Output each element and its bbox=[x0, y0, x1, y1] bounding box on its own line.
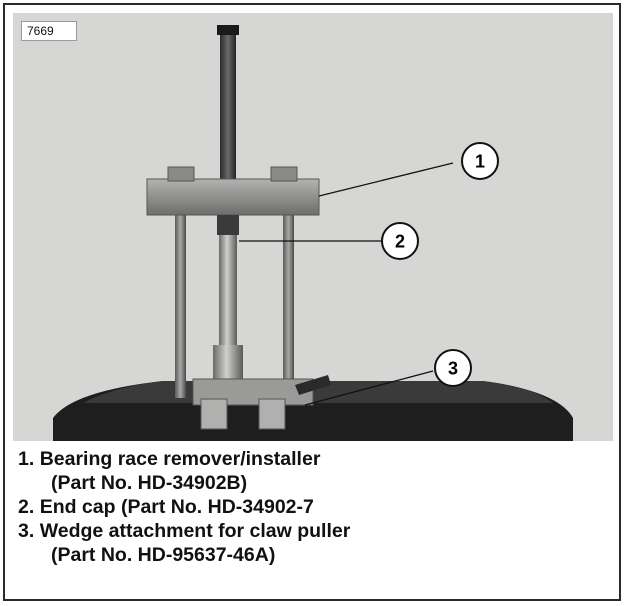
callout-3: 3 bbox=[434, 349, 472, 387]
parts-legend: 1. Bearing race remover/installer (Part … bbox=[18, 447, 608, 567]
figure-id-label: 7669 bbox=[21, 21, 77, 41]
legend-item-3: 3. Wedge attachment for claw puller bbox=[18, 519, 608, 543]
legend-name: Wedge attachment for claw puller bbox=[39, 520, 351, 542]
legend-number: 2. bbox=[18, 496, 35, 518]
tool-illustration: 1 2 3 bbox=[53, 25, 573, 441]
legend-number: 3. bbox=[18, 520, 35, 542]
legend-name: End cap (Part No. HD-34902-7 bbox=[39, 496, 314, 518]
legend-item-2: 2. End cap (Part No. HD-34902-7 bbox=[18, 495, 608, 519]
legend-item-1: 1. Bearing race remover/installer bbox=[18, 447, 608, 471]
legend-name: Bearing race remover/installer bbox=[39, 448, 321, 470]
legend-number: 1. bbox=[18, 448, 35, 470]
tool-photo: 1 2 3 7669 bbox=[13, 13, 613, 441]
callout-2-label: 2 bbox=[395, 232, 405, 252]
callout-1: 1 bbox=[461, 142, 499, 180]
legend-part-number: (Part No. HD-34902B) bbox=[51, 472, 248, 494]
callout-1-label: 1 bbox=[475, 152, 485, 172]
callout-2: 2 bbox=[381, 222, 419, 260]
legend-part-number: (Part No. HD-95637-46A) bbox=[51, 544, 276, 566]
figure-frame: 1 2 3 7669 1. Bearing race remover/insta… bbox=[3, 3, 621, 601]
callout-3-label: 3 bbox=[448, 359, 458, 379]
